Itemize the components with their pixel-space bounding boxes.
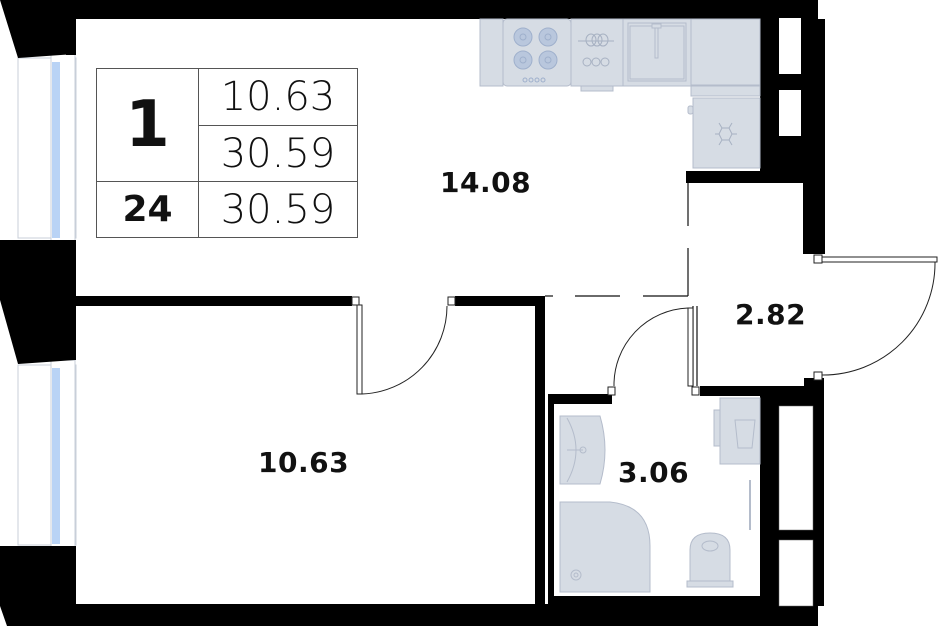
refrigerator [692,97,761,169]
floor-number: 24 [97,182,199,237]
bathroom-fixtures [559,397,761,593]
living-area: 10.63 [199,69,357,126]
toilet [689,532,731,584]
room-area-bathroom: 3.06 [618,456,690,489]
doors [351,254,938,396]
dishes-icon [578,33,614,67]
rooms-count: 1 [97,69,199,182]
niche-2 [779,90,801,136]
partition-lines [545,183,698,386]
stove-knobs-icon [522,77,546,83]
niche-4 [778,539,814,607]
corner-cabinet [690,18,761,86]
basin-tap-icon [579,446,587,454]
niche-3 [778,405,814,531]
window-upper [17,53,77,247]
room-area-hallway: 2.82 [735,298,807,331]
laundry-icon [734,419,756,449]
niche-1 [779,18,801,74]
room-area-kitchen-living: 14.08 [440,166,532,199]
stove-burners-icon [513,27,558,70]
dishwasher [570,18,624,87]
room-area-bedroom: 10.63 [258,446,350,479]
drain-icon [570,569,582,581]
total-area-repeat: 30.59 [220,186,336,233]
dishwasher-handle [580,85,614,92]
faucet-icon [654,25,659,59]
kitchen-cabinet [479,18,504,87]
window-lower [17,359,77,553]
sink-basin [627,22,687,82]
stove [502,18,572,87]
apartment-summary-table: 1 10.63 30.59 24 30.59 [96,68,358,238]
walls [0,0,825,626]
kitchen-fixtures [479,18,761,169]
snowflake-icon [715,122,737,146]
shower-tray [559,501,651,593]
total-area: 30.59 [199,126,357,182]
